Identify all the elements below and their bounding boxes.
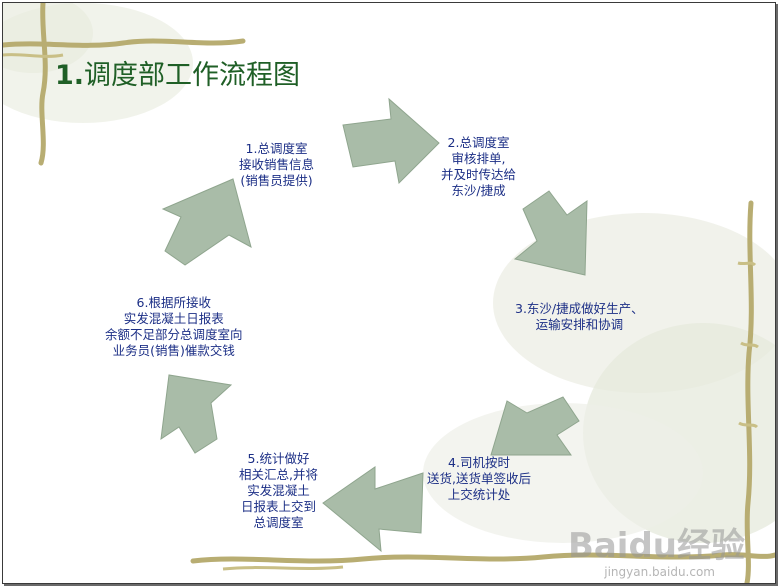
- step-2: 2.总调度室 审核排单, 并及时传达给 东沙/捷成: [441, 135, 516, 199]
- baidu-watermark-logo: Baidu经验: [567, 526, 745, 566]
- step-6-line-2: 实发混凝土日报表: [123, 311, 224, 326]
- step-2-line-4: 东沙/捷成: [451, 183, 506, 198]
- step-1-line-3: (销售员提供): [240, 173, 313, 188]
- step-4-line-2: 送货,送货单签收后: [427, 471, 531, 486]
- step-3-line-1: 3.东沙/捷成做好生产、: [515, 301, 644, 316]
- arrow-3-to-4: [490, 396, 580, 456]
- page-title: 1.调度部工作流程图: [55, 53, 300, 92]
- arrow-6-to-1: [161, 178, 252, 266]
- step-2-line-1: 2.总调度室: [447, 135, 510, 150]
- step-2-line-3: 并及时传达给: [441, 167, 517, 182]
- step-4-line-1: 4.司机按时: [448, 455, 510, 470]
- step-5-line-1: 5.统计做好: [247, 451, 310, 466]
- step-1: 1.总调度室 接收销售信息 (销售员提供): [239, 141, 314, 189]
- step-4-line-3: 上交统计处: [447, 487, 511, 502]
- title-text: 调度部工作流程图: [84, 60, 301, 91]
- step-2-line-2: 审核排单,: [451, 151, 506, 166]
- step-1-line-1: 1.总调度室: [245, 141, 308, 156]
- step-6: 6.根据所接收 实发混凝土日报表 余额不足部分总调度室向 业务员(销售)催款交钱: [105, 295, 243, 359]
- title-number: 1.: [55, 60, 85, 91]
- arrow-4-to-5: [322, 466, 424, 553]
- background-decoration: [3, 3, 775, 583]
- arrow-1-to-2: [342, 97, 440, 185]
- baidu-watermark-url: jingyan.baidu.com: [604, 565, 715, 579]
- step-5-line-4: 日报表上交到: [240, 499, 316, 514]
- step-3: 3.东沙/捷成做好生产、 运输安排和协调: [515, 301, 644, 333]
- step-5-line-5: 总调度室: [253, 515, 304, 530]
- step-6-line-3: 余额不足部分总调度室向: [105, 327, 243, 342]
- step-1-line-2: 接收销售信息: [239, 157, 315, 172]
- arrow-2-to-3: [513, 190, 588, 276]
- step-5: 5.统计做好 相关汇总,并将 实发混凝土 日报表上交到 总调度室: [239, 451, 318, 531]
- flow-arrows: [160, 97, 588, 553]
- step-3-line-2: 运输安排和协调: [535, 317, 624, 332]
- step-5-line-2: 相关汇总,并将: [239, 467, 318, 482]
- step-6-line-4: 业务员(销售)催款交钱: [112, 343, 235, 358]
- arrow-5-to-6: [160, 374, 233, 454]
- step-6-line-1: 6.根据所接收: [136, 295, 211, 310]
- step-5-line-3: 实发混凝土: [247, 483, 310, 498]
- step-4: 4.司机按时 送货,送货单签收后 上交统计处: [427, 455, 531, 503]
